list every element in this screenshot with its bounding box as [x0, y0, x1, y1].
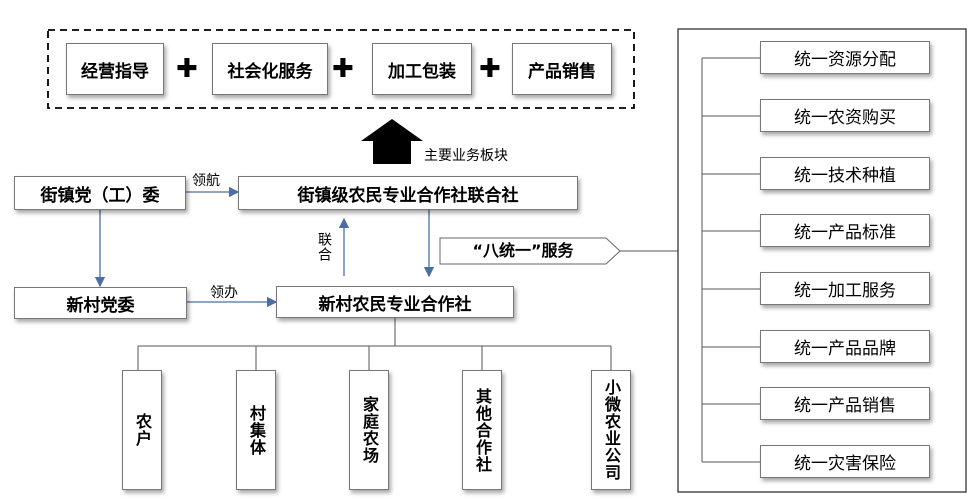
- service-tech-planting: 统一技术种植: [760, 157, 930, 190]
- plus-icon: ✚: [176, 54, 198, 84]
- plus-icon: ✚: [479, 54, 501, 84]
- business-item-processing: 加工包装: [372, 43, 472, 95]
- union-label: 联合: [316, 232, 332, 262]
- lead-label: 领航: [192, 173, 220, 189]
- service-processing: 统一加工服务: [760, 272, 930, 305]
- service-product-standard: 统一产品标准: [760, 214, 930, 247]
- business-item-guidance: 经营指导: [66, 43, 164, 95]
- ba-tongyi-service-label: “八统一”服务: [472, 241, 574, 260]
- main-business-arrow: [361, 119, 423, 164]
- village-party-committee: 新村党委: [14, 287, 187, 319]
- service-product-sales: 统一产品销售: [760, 387, 930, 420]
- business-item-social-service: 社会化服务: [212, 43, 328, 95]
- plus-icon: ✚: [332, 54, 354, 84]
- services-frame: [677, 28, 967, 493]
- member-village-collective: 村集体: [236, 370, 276, 490]
- member-farmer: 农户: [122, 370, 162, 490]
- service-resource-allocation: 统一资源分配: [760, 41, 930, 74]
- member-family-farm: 家庭农场: [349, 370, 389, 490]
- lingban-label: 领办: [210, 285, 238, 301]
- service-input-purchase: 统一农资购买: [760, 99, 930, 132]
- street-union-cooperative: 街镇级农民专业合作社联合社: [238, 176, 578, 210]
- business-item-sales: 产品销售: [512, 43, 612, 95]
- service-product-brand: 统一产品品牌: [760, 330, 930, 363]
- street-party-committee: 街镇党（工）委: [14, 176, 186, 210]
- ba-tongyi-shape: [439, 237, 621, 265]
- village-cooperative: 新村农民专业合作社: [276, 286, 514, 318]
- main-business-label: 主要业务板块: [424, 148, 508, 164]
- member-other-coop: 其他合作社: [462, 370, 502, 490]
- member-small-agri-company: 小微农业公司: [591, 370, 631, 490]
- service-disaster-insurance: 统一灾害保险: [760, 445, 930, 478]
- business-dashed-frame: [47, 29, 635, 109]
